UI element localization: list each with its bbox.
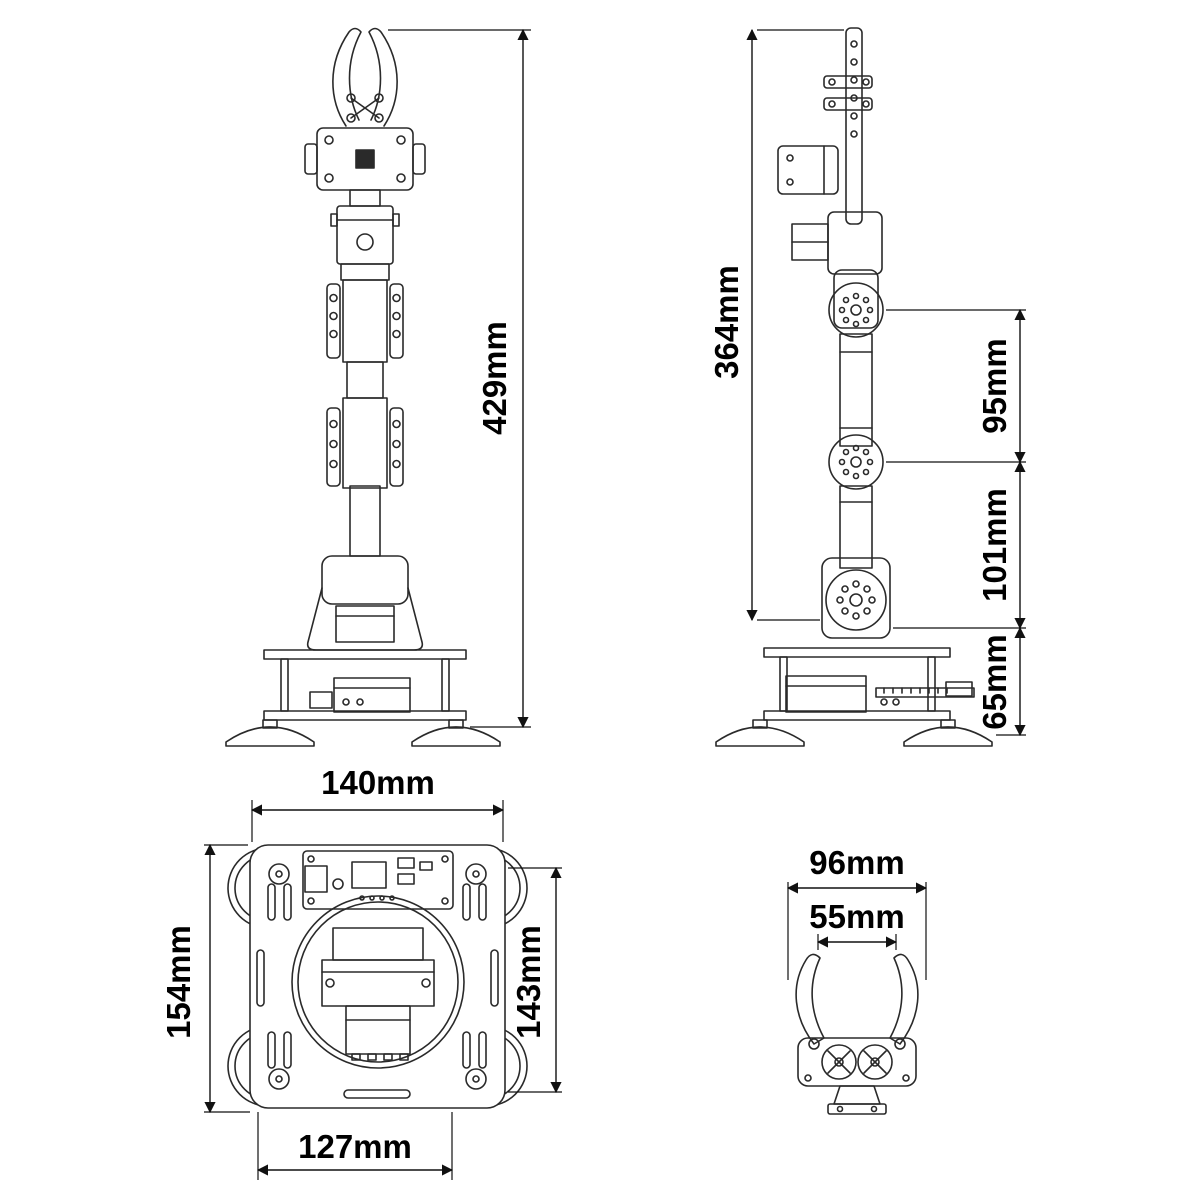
top-inner-depth-label: 143mm [510, 925, 547, 1039]
top-view-drawing [227, 844, 528, 1109]
side-lower-segment-label: 101mm [976, 488, 1013, 602]
side-height-dimension: 364mm [708, 28, 844, 622]
gripper-outer-width-label: 96mm [809, 844, 904, 881]
gripper-view-drawing [795, 953, 919, 1115]
gripper-dimensions: 96mm 55mm [786, 844, 928, 980]
front-view-drawing [225, 27, 501, 747]
top-view-dimensions: 140mm 154mm 143mm 127mm [160, 764, 562, 1180]
top-inner-width-label: 127mm [298, 1128, 412, 1165]
side-upper-segment-label: 95mm [976, 338, 1013, 433]
top-outer-depth-label: 154mm [160, 925, 197, 1039]
side-base-height-label: 65mm [976, 634, 1013, 729]
side-segment-dimensions: 95mm 101mm 65mm [886, 308, 1026, 737]
gripper-opening-width-label: 55mm [809, 898, 904, 935]
top-outer-width-label: 140mm [321, 764, 435, 801]
side-height-label: 364mm [708, 265, 745, 379]
front-height-label: 429mm [476, 321, 513, 435]
front-height-dimension: 429mm [388, 28, 531, 729]
side-view-drawing [715, 27, 993, 747]
